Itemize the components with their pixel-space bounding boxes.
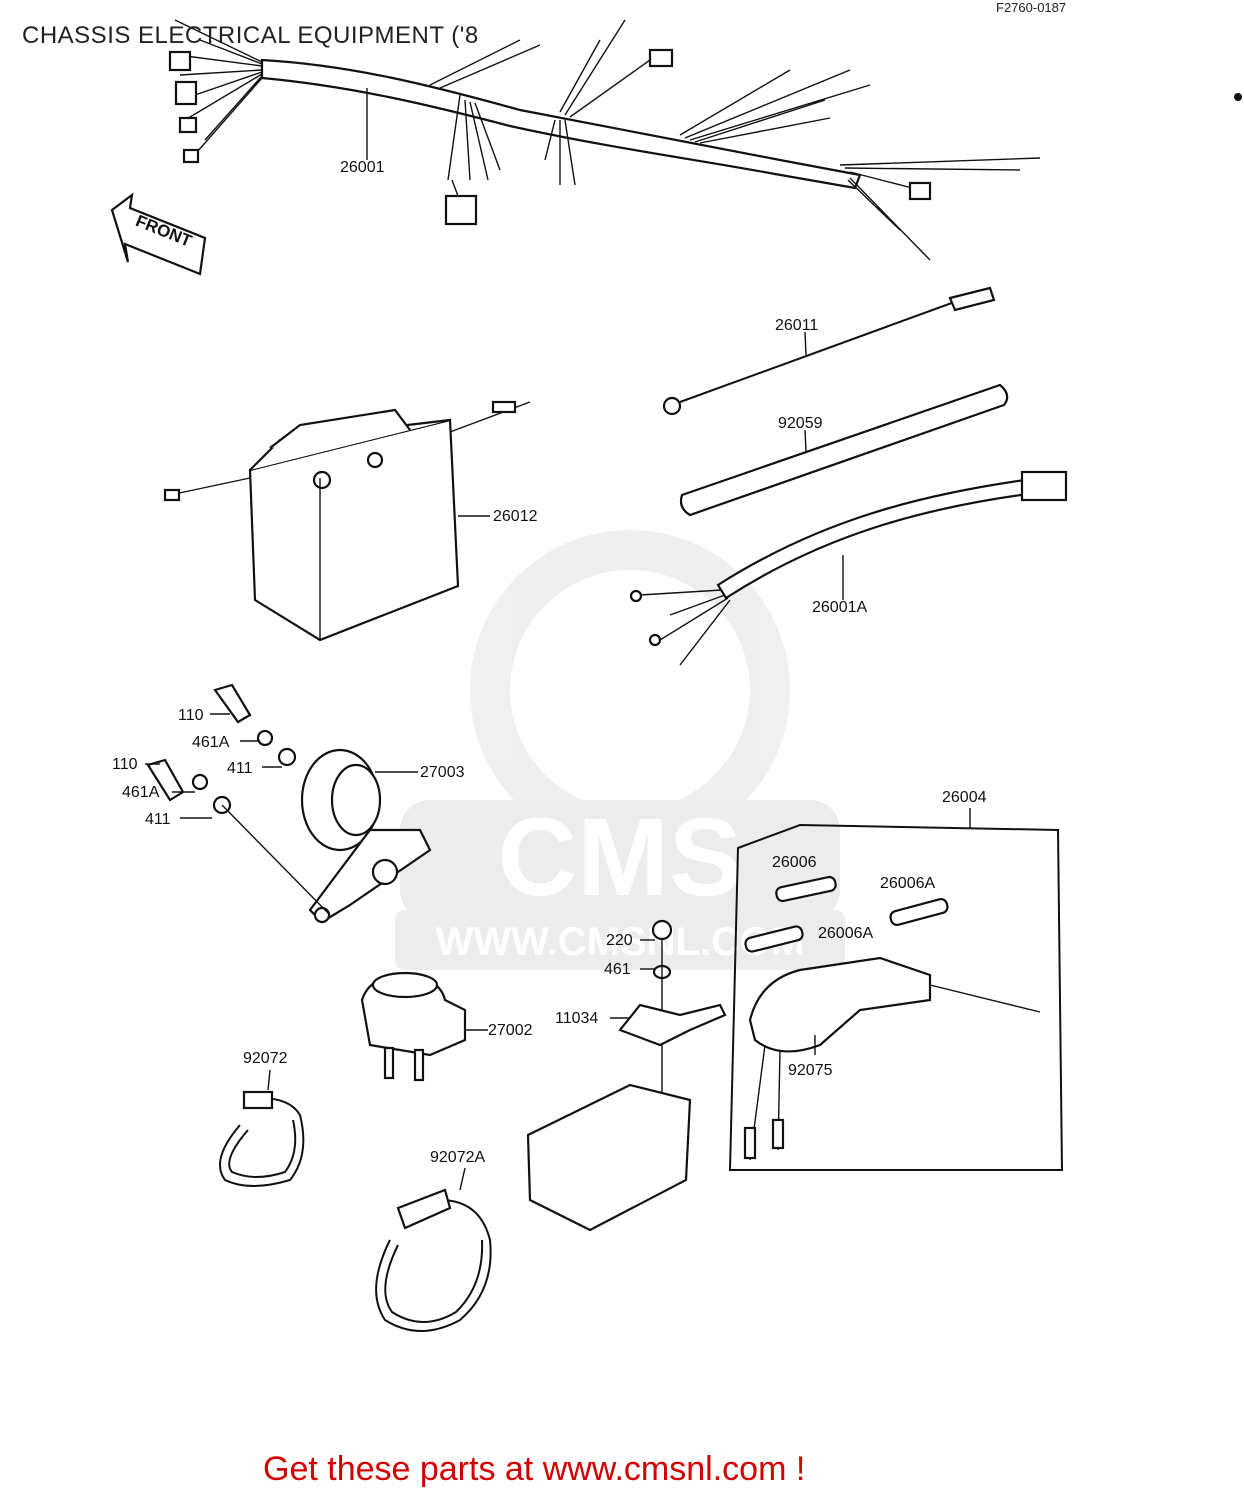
bracket-11034: 220 461 11034	[526, 919, 727, 1232]
callout-26006: 26006	[772, 854, 817, 871]
tube-92059: 92059	[679, 383, 1009, 517]
callout-110-upper: 110	[178, 707, 204, 724]
callout-92072A: 92072A	[430, 1149, 485, 1166]
battery-26012: 26012	[163, 400, 538, 642]
callout-92072: 92072	[243, 1050, 288, 1067]
callout-461A-upper: 461A	[192, 734, 230, 751]
callout-461: 461	[604, 961, 631, 978]
sub-harness-26001A: 26001A	[629, 470, 1068, 666]
watermark-logo: CMS WWW.CMSNL.COM	[395, 530, 845, 970]
callout-26004: 26004	[942, 789, 987, 806]
callout-27002: 27002	[488, 1022, 533, 1039]
watermark-url: WWW.CMSNL.COM	[436, 920, 805, 964]
callout-411-upper: 411	[227, 760, 253, 777]
main-harness-26001: 26001	[168, 19, 1041, 261]
footer-link-container: Get these parts at www.cmsnl.com !	[263, 1450, 805, 1489]
edge-marker	[1234, 93, 1242, 101]
relay-27002: 27002	[360, 971, 533, 1082]
lead-26011: 26011	[662, 286, 996, 416]
horn-27003: 110 461A 411 27003 110 461A 411	[112, 683, 465, 924]
front-arrow: FRONT	[110, 192, 207, 276]
callout-110-lower: 110	[112, 756, 138, 773]
callout-220: 220	[606, 932, 633, 949]
callout-461A-lower: 461A	[122, 784, 160, 801]
callout-26006A-left: 26006A	[818, 925, 873, 942]
callout-92075: 92075	[788, 1062, 833, 1079]
callout-26011: 26011	[775, 317, 818, 334]
callout-26001A: 26001A	[812, 599, 867, 616]
callout-11034: 11034	[555, 1010, 598, 1027]
footer-cms-link[interactable]: Get these parts at www.cmsnl.com !	[263, 1450, 806, 1488]
band-92072: 92072	[219, 1050, 305, 1187]
callout-26006A-right: 26006A	[880, 875, 935, 892]
watermark-text: CMS	[498, 796, 742, 919]
callout-27003: 27003	[420, 764, 465, 781]
callout-26012: 26012	[493, 508, 538, 525]
callout-92059: 92059	[778, 415, 823, 432]
figure-reference: F2760-0187	[996, 0, 1067, 15]
callout-26001: 26001	[340, 159, 385, 176]
band-92072A: 92072A	[375, 1149, 492, 1332]
callout-411-lower: 411	[145, 811, 171, 828]
diagram-title: CHASSIS ELECTRICAL EQUIPMENT ('8	[22, 22, 479, 49]
fuse-kit-26004: 26004 26006 26006A 26006A 92075	[728, 789, 1064, 1171]
